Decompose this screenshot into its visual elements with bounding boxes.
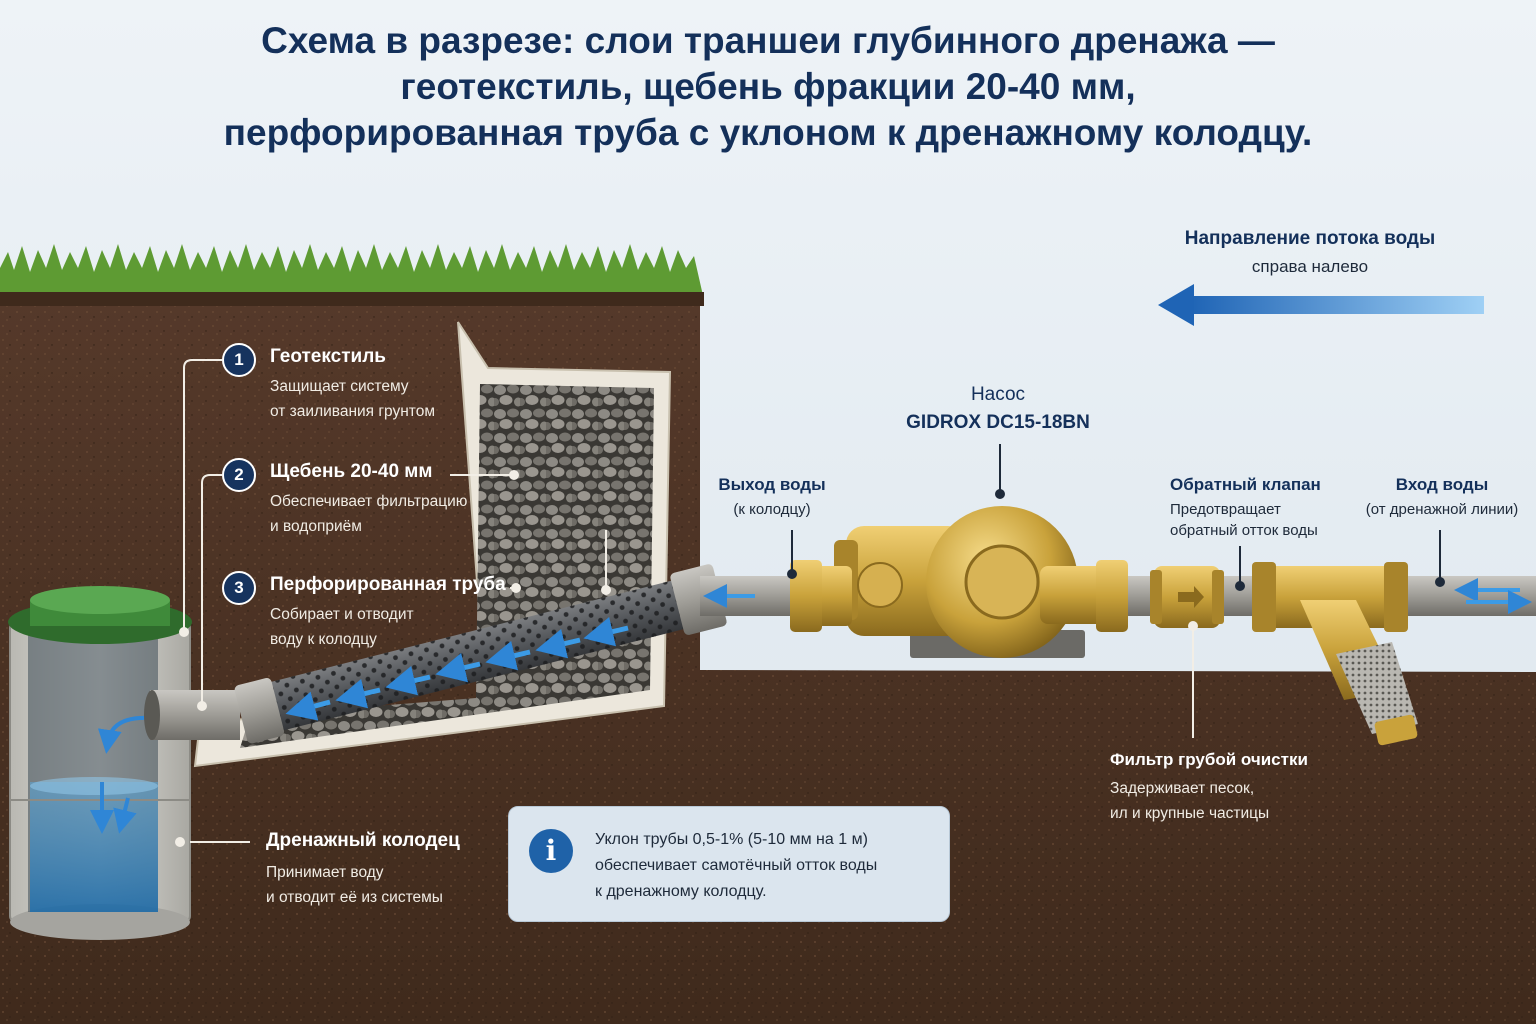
layer-2-line-2: и водоприём [270,518,362,535]
layer-2-badge: 2 [222,458,256,492]
flow-direction-subtitle: справа налево [1251,257,1369,276]
pump [790,506,1128,658]
layer-3-line-1: Собирает и отводит [270,606,414,623]
layer-3-title: Перфорированная труба [270,574,506,595]
inlet-label: Вход воды (от дренажной линии) [1356,475,1528,520]
grass [0,244,704,306]
drainage-well-title: Дренажный колодец [266,830,460,851]
flow-direction-arrow [1158,284,1484,326]
check-valve-line-1: Предотвращает [1170,501,1281,518]
layer-2-title: Щебень 20-40 мм [270,461,433,482]
coarse-filter-label: Фильтр грубой очистки Задерживает песок,… [1110,750,1308,826]
layer-1-line-2: от заиливания грунтом [270,403,435,420]
check-valve-label: Обратный клапан Предотвращает обратный о… [1170,475,1321,541]
coarse-filter [1252,562,1418,746]
pump-label-line-1: Насос [970,384,1026,405]
outlet-label-title: Выход воды [718,475,826,494]
title-line-1: Схема в разрезе: слои траншеи глубинного… [261,20,1275,61]
coarse-filter-line-1: Задерживает песок, [1110,780,1255,797]
slope-info-line-3: к дренажному колодцу. [595,883,767,900]
soil [0,300,1536,1024]
layer-1-badge: 1 [222,343,256,377]
drainage-well-label: Дренажный колодец Принимает воду и отвод… [266,830,460,910]
slope-info-line-2: обеспечивает самотёчный отток воды [595,857,878,874]
layer-2-line-1: Обеспечивает фильтрацию [270,493,468,510]
flow-direction-label: Направление потока воды справа налево [1160,228,1460,277]
check-valve [1150,566,1224,628]
check-valve-title: Обратный клапан [1170,475,1321,494]
pump-label: Насос GIDROX DC15-18BN [890,384,1106,434]
inlet-pipe [1400,576,1536,616]
leader-lines-top [787,444,1445,591]
layer-2-label: Щебень 20-40 мм Обеспечивает фильтрацию … [270,461,467,539]
title-line-3: перфорированная труба с уклоном к дренаж… [223,112,1313,153]
layer-3-line-2: воду к колодцу [270,631,377,648]
layer-3-badge: 3 [222,571,256,605]
leader-lines [175,359,1198,847]
flow-direction-title: Направление потока воды [1184,228,1436,249]
layer-3-label: Перфорированная труба Собирает и отводит… [270,574,506,652]
drainage-well [8,586,192,940]
info-icon: i [529,829,573,873]
pipe-flow-arrows [285,616,629,721]
layer-1-label: Геотекстиль Защищает систему от заиливан… [270,346,435,424]
check-valve-line-2: обратный отток воды [1170,522,1318,539]
coarse-filter-title: Фильтр грубой очистки [1110,750,1308,769]
outlet-label-subtitle: (к колодцу) [733,501,811,518]
coarse-filter-line-2: ил и крупные частицы [1110,805,1270,822]
inlet-label-subtitle: (от дренажной линии) [1365,501,1519,518]
title-line-2: геотекстиль, щебень фракции 20-40 мм, [400,66,1136,107]
slope-info-text: Уклон трубы 0,5-1% (5-10 мм на 1 м) обес… [595,827,877,905]
outlet-label: Выход воды (к колодцу) [700,475,844,520]
pipe-into-well [144,690,240,740]
layer-1-title: Геотекстиль [270,346,386,367]
diagram-title: Схема в разрезе: слои траншеи глубинного… [0,18,1536,156]
layer-1-line-1: Защищает систему [270,378,409,395]
pump-label-line-2: GIDROX DC15-18BN [906,412,1090,433]
drainage-well-line-2: и отводит её из системы [266,889,443,906]
inlet-label-title: Вход воды [1395,475,1489,494]
slope-info-box: i Уклон трубы 0,5-1% (5-10 мм на 1 м) об… [508,806,950,922]
drainage-well-line-1: Принимает воду [266,864,384,881]
slope-info-line-1: Уклон трубы 0,5-1% (5-10 мм на 1 м) [595,831,868,848]
